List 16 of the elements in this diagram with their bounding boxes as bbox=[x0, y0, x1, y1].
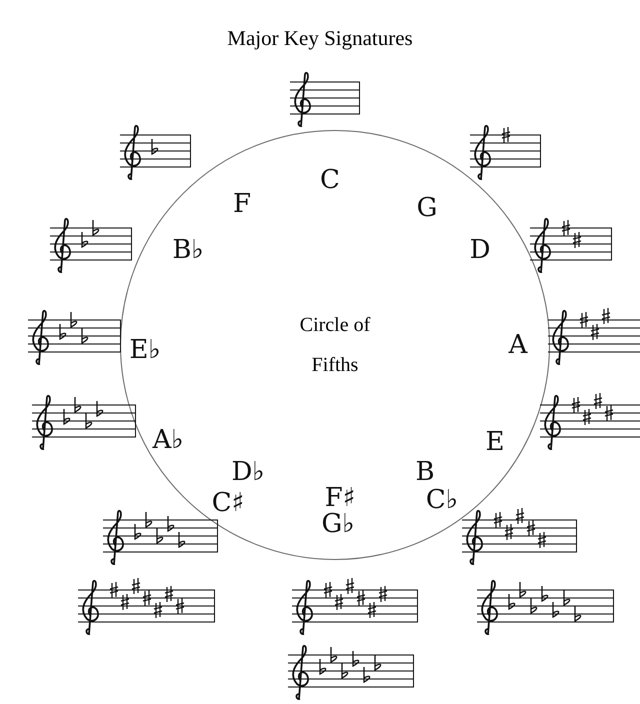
key-name: A bbox=[508, 330, 528, 360]
circle-title: Circle of Fifths bbox=[298, 313, 372, 378]
title: Major Key Signatures bbox=[226, 26, 414, 51]
key-name: E bbox=[486, 427, 504, 457]
key-name: D♭ bbox=[231, 457, 265, 487]
key-name: A♭ bbox=[152, 425, 184, 455]
circle bbox=[120, 130, 550, 560]
key-name: G bbox=[416, 193, 438, 223]
key-name: C bbox=[320, 165, 340, 195]
key-name: E♭ bbox=[129, 335, 161, 365]
key-name: B♭ bbox=[172, 235, 204, 265]
key-name: C♭ bbox=[426, 485, 458, 515]
key-name: F bbox=[232, 189, 252, 219]
key-name: B bbox=[415, 457, 435, 487]
key-name: D bbox=[470, 235, 490, 265]
key-name: C♯ bbox=[212, 488, 244, 518]
